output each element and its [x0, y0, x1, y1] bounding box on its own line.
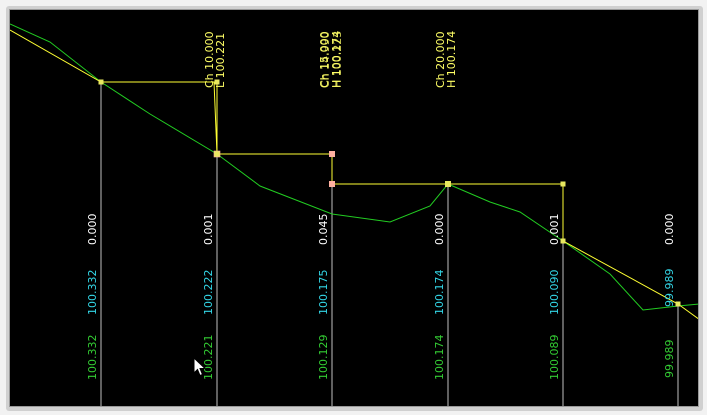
ground-level-value: 100.129: [317, 335, 330, 381]
cut-fill-value: 0.001: [202, 214, 215, 246]
header-label-level: H 100.174: [445, 31, 458, 88]
profile-view-canvas[interactable]: Ch 10.000 L 100.221 Ch 15.000 Ch 14.990 …: [9, 9, 699, 407]
ground-profile-line[interactable]: [10, 23, 699, 311]
design-level-value: 99.989: [663, 269, 676, 308]
header-label-chainage-overlap: Ch 14.990: [319, 31, 332, 88]
design-vertex[interactable]: [214, 79, 220, 85]
header-label-level: H 100.174: [330, 31, 343, 88]
design-level-value: 100.222: [202, 270, 215, 316]
design-vertex[interactable]: [445, 181, 451, 187]
design-level-value: 100.090: [548, 270, 561, 316]
header-label-chainage: Ch 20.000: [434, 31, 447, 88]
design-profile-segment: [213, 81, 218, 155]
cut-fill-value: 0.000: [663, 214, 676, 246]
ground-level-value: 100.174: [433, 335, 446, 381]
header-label-level: L 100.221: [214, 33, 227, 88]
profile-drawing[interactable]: Ch 10.000 L 100.221 Ch 15.000 Ch 14.990 …: [10, 10, 699, 407]
design-vertex[interactable]: [98, 79, 104, 85]
ground-level-value: 99.989: [663, 340, 676, 379]
ground-level-value: 100.332: [86, 335, 99, 381]
design-vertex[interactable]: [560, 181, 566, 187]
ground-level-value: 100.089: [548, 335, 561, 381]
cut-fill-value: 0.001: [548, 214, 561, 246]
cut-fill-value: 0.000: [433, 214, 446, 246]
header-label-level-overlap: H 100.223: [331, 31, 344, 88]
header-label-chainage: Ch 15.000: [318, 31, 331, 88]
design-level-value: 100.174: [433, 270, 446, 316]
design-vertex[interactable]: [560, 238, 566, 244]
cut-fill-value: 0.045: [317, 214, 330, 246]
design-vertex[interactable]: [213, 150, 221, 158]
cut-fill-value: 0.000: [86, 214, 99, 246]
design-vertex-selected[interactable]: [329, 151, 335, 157]
design-vertex[interactable]: [675, 301, 681, 307]
design-level-value: 100.175: [317, 270, 330, 316]
design-profile-line[interactable]: [10, 29, 699, 320]
design-level-value: 100.332: [86, 270, 99, 316]
arrow-cursor-icon: [193, 357, 207, 377]
header-label-chainage: Ch 10.000: [203, 31, 216, 88]
design-vertex-selected[interactable]: [329, 181, 335, 187]
